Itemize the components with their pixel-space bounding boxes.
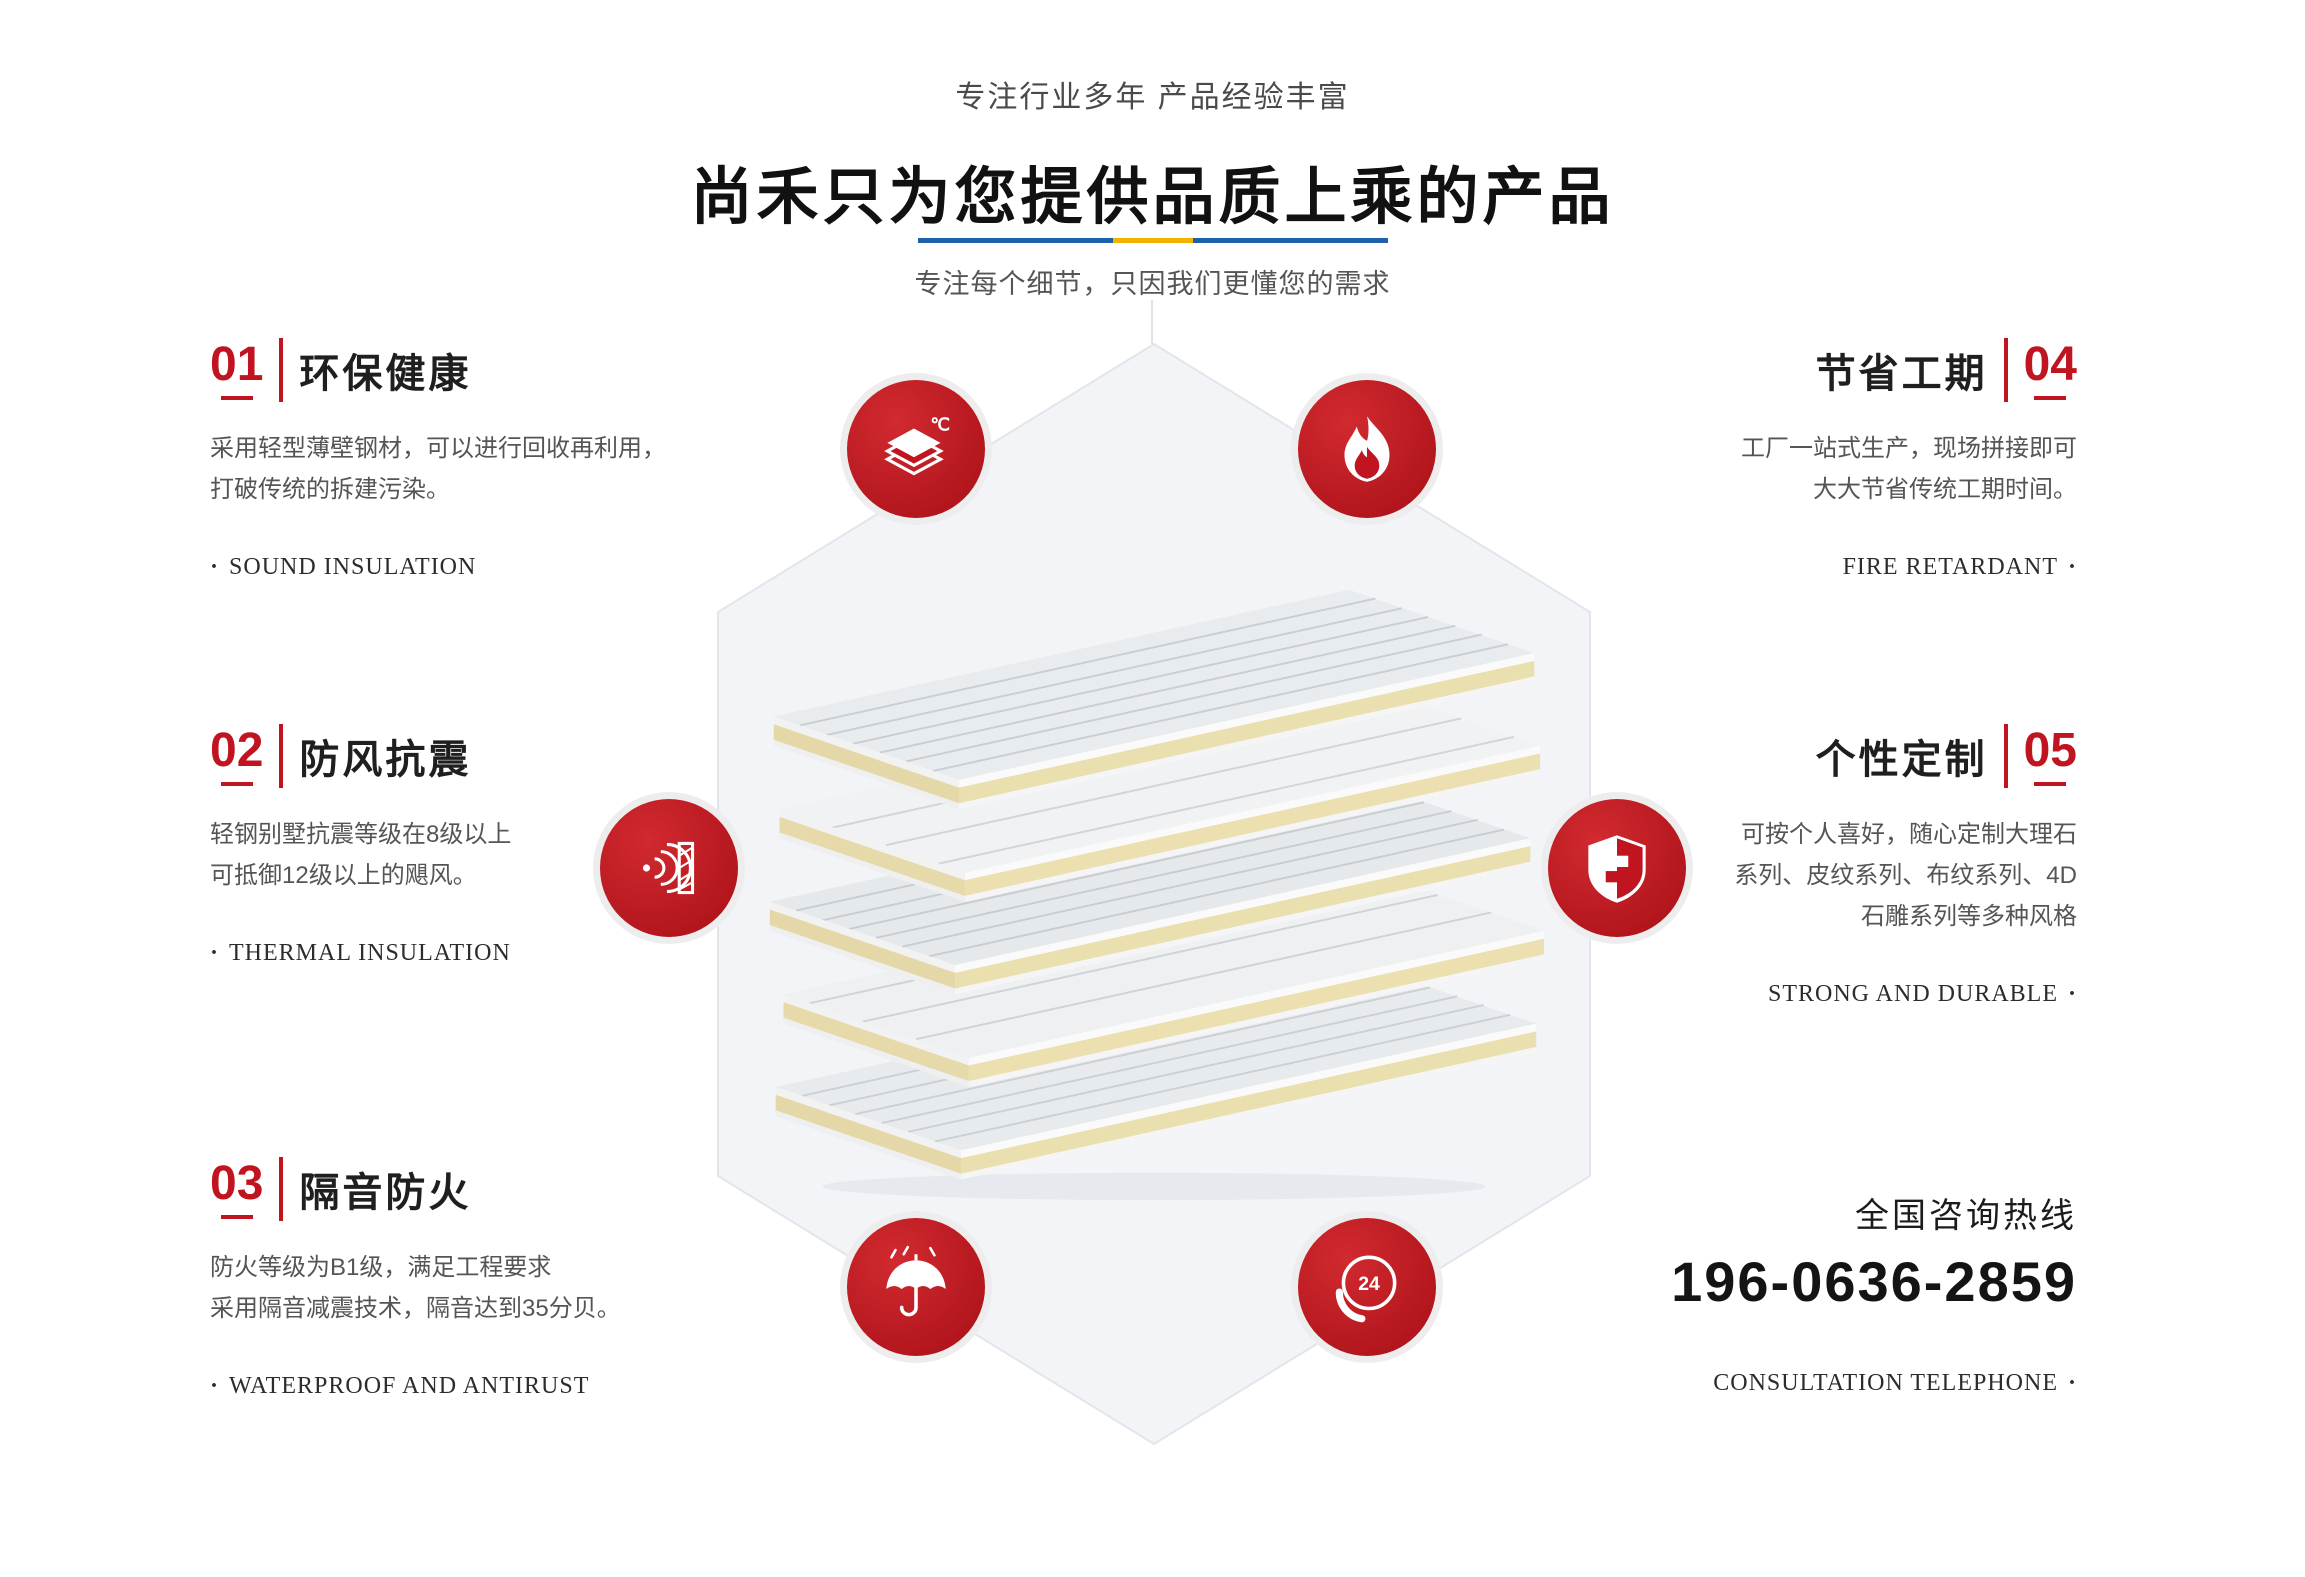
feature-number: 02	[210, 723, 264, 777]
number-underline	[2034, 395, 2067, 400]
number-underline	[2034, 781, 2067, 786]
fire-icon-circle	[1298, 380, 1436, 518]
feature-icon-shield	[1541, 792, 1693, 944]
feature-04-header: 节省工期 04	[1557, 338, 2077, 402]
feature-block-01: 01 环保健康 采用轻型薄壁钢材，可以进行回收再利用， 打破传统的拆建污染。 S…	[210, 338, 730, 581]
feature-body-line: 防火等级为B1级，满足工程要求	[210, 1254, 552, 1281]
product-image	[769, 589, 1544, 1201]
number-divider-bar	[2003, 338, 2008, 402]
number-underline	[220, 781, 253, 786]
feature-icon-fire	[1291, 373, 1443, 525]
feature-icon-waterproof	[840, 1211, 992, 1363]
feature-caption: THERMAL INSULATION	[210, 940, 730, 967]
feature-block-03: 03 隔音防火 防火等级为B1级，满足工程要求 采用隔音减震技术，隔音达到35分…	[210, 1157, 730, 1400]
number-underline	[220, 395, 253, 400]
feature-block-05: 个性定制 05 可按个人喜好，随心定制大理石 系列、皮纹系列、布纹系列、4D 石…	[1557, 724, 2077, 1008]
number-divider-bar	[2003, 724, 2008, 788]
feature-01-number-badge: 01	[210, 337, 264, 400]
shield-icon-circle	[1548, 799, 1686, 937]
feature-body-line: 系列、皮纹系列、布纹系列、4D	[1734, 862, 2077, 889]
feature-01-body: 采用轻型薄壁钢材，可以进行回收再利用， 打破传统的拆建污染。	[210, 428, 730, 510]
feature-body-line: 工厂一站式生产，现场拼接即可	[1741, 435, 2077, 462]
feature-title: 防风抗震	[299, 738, 472, 782]
umbrella-rain-icon	[886, 1245, 946, 1317]
umbrella-icon-circle	[847, 1218, 985, 1356]
feature-caption: STRONG AND DURABLE	[1557, 981, 2077, 1008]
feature-05-header: 个性定制 05	[1557, 724, 2077, 788]
feature-block-04: 节省工期 04 工厂一站式生产，现场拼接即可 大大节省传统工期时间。 FIRE …	[1557, 338, 2077, 581]
feature-03-number-badge: 03	[210, 1156, 264, 1219]
feature-body-line: 大大节省传统工期时间。	[1813, 476, 2077, 503]
feature-number: 03	[210, 1156, 264, 1210]
number-divider-bar	[279, 724, 284, 788]
title-underline	[917, 238, 1388, 243]
feature-body-line: 石雕系列等多种风格	[1861, 903, 2077, 930]
feature-block-02: 02 防风抗震 轻钢别墅抗震等级在8级以上 可抵御12级以上的飓风。 THERM…	[210, 724, 730, 967]
feature-number: 01	[210, 337, 264, 391]
feature-icon-phone24: 24	[1291, 1211, 1443, 1363]
feature-02-body: 轻钢别墅抗震等级在8级以上 可抵御12级以上的飓风。	[210, 814, 730, 896]
feature-caption: SOUND INSULATION	[210, 554, 730, 581]
feature-caption: WATERPROOF AND ANTIRUST	[210, 1373, 730, 1400]
feature-03-body: 防火等级为B1级，满足工程要求 采用隔音减震技术，隔音达到35分贝。	[210, 1247, 730, 1329]
feature-body-line: 可按个人喜好，随心定制大理石	[1741, 821, 2077, 848]
hotline-label: 全国咨询热线	[1855, 1197, 2077, 1235]
feature-number: 05	[2023, 723, 2077, 777]
feature-01-header: 01 环保健康	[210, 338, 730, 402]
celsius-label: ℃	[930, 415, 950, 435]
title-underline-gold-segment	[1112, 238, 1193, 243]
flame-icon	[1344, 416, 1390, 482]
contact-caption: CONSULTATION TELEPHONE	[1517, 1370, 2077, 1397]
header-tagline: 专注行业多年 产品经验丰富	[955, 81, 1350, 114]
feature-body-line: 打破传统的拆建污染。	[210, 476, 450, 503]
feature-04-number-badge: 04	[2023, 337, 2077, 400]
number-divider-bar	[279, 1157, 284, 1221]
feature-caption: FIRE RETARDANT	[1557, 554, 2077, 581]
phone24-icon-circle: 24	[1298, 1218, 1436, 1356]
sound-icon-circle	[600, 799, 738, 937]
shield-icon	[1588, 835, 1646, 903]
feature-05-body: 可按个人喜好，随心定制大理石 系列、皮纹系列、布纹系列、4D 石雕系列等多种风格	[1557, 814, 2077, 937]
feature-02-number-badge: 02	[210, 723, 264, 786]
feature-body-line: 可抵御12级以上的飓风。	[210, 862, 477, 889]
feature-title: 个性定制	[1815, 738, 1988, 782]
feature-title: 环保健康	[299, 352, 472, 396]
header-subtitle: 专注每个细节，只因我们更懂您的需求	[914, 269, 1391, 299]
feature-03-header: 03 隔音防火	[210, 1157, 730, 1221]
number-divider-bar	[279, 338, 284, 402]
phone-24-label: 24	[1358, 1273, 1380, 1295]
contact-block: 全国咨询热线 196-0636-2859 CONSULTATION TELEPH…	[1517, 1188, 2077, 1397]
feature-number: 04	[2023, 337, 2077, 391]
feature-body-line: 采用隔音减震技术，隔音达到35分贝。	[210, 1295, 621, 1322]
feature-icon-thermal: ℃	[840, 373, 992, 525]
phone-number[interactable]: 196-0636-2859	[1671, 1250, 2077, 1313]
feature-title: 节省工期	[1815, 352, 1988, 396]
phone-24-icon: 24	[1335, 1255, 1397, 1323]
feature-title: 隔音防火	[299, 1171, 472, 1215]
feature-04-body: 工厂一站式生产，现场拼接即可 大大节省传统工期时间。	[1557, 428, 2077, 510]
feature-body-line: 轻钢别墅抗震等级在8级以上	[210, 821, 512, 848]
sound-insulation-icon	[642, 841, 695, 895]
feature-05-number-badge: 05	[2023, 723, 2077, 786]
feature-body-line: 采用轻型薄壁钢材，可以进行回收再利用，	[210, 435, 666, 462]
thermal-icon-circle: ℃	[847, 380, 985, 518]
thermal-layers-icon: ℃	[884, 415, 950, 476]
number-underline	[220, 1214, 253, 1219]
title-connector-line	[1151, 300, 1153, 344]
feature-02-header: 02 防风抗震	[210, 724, 730, 788]
page-title: 尚禾只为您提供品质上乘的产品	[690, 163, 1615, 232]
feature-icon-sound	[593, 792, 745, 944]
